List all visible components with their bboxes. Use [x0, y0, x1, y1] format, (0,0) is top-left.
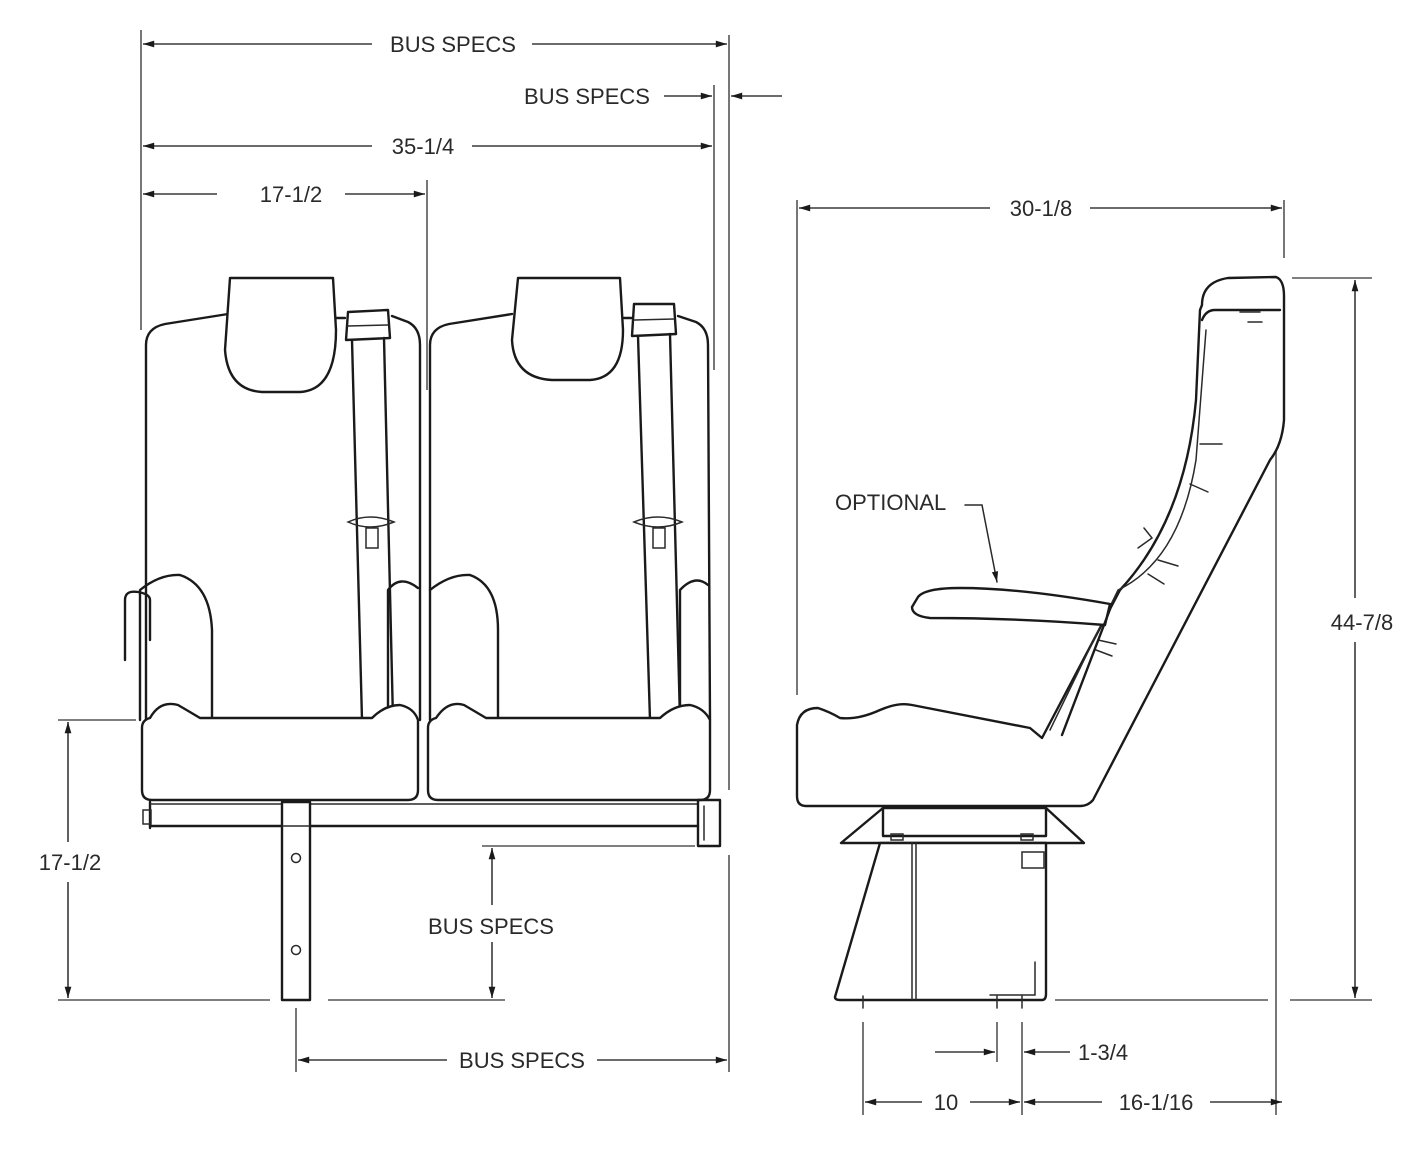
leg-bolt-hole: [290, 852, 302, 864]
dim-label-wall-gap: BUS SPECS: [524, 84, 650, 109]
dim-label-single-seat-width: 17-1/2: [260, 182, 322, 207]
front-view: BUS SPECS BUS SPECS 35-1/4 17-1/2: [39, 30, 782, 1073]
dim-label-leg-to-wall: BUS SPECS: [459, 1048, 585, 1073]
seat-leg: [280, 800, 312, 1002]
dim-label-base-to-back: 16-1/16: [1119, 1090, 1194, 1115]
dim-rail-height: BUS SPECS: [428, 845, 695, 998]
side-seat-body: [795, 275, 1286, 808]
dim-leg-to-wall: BUS SPECS: [295, 855, 730, 1073]
dim-overall-height: 44-7/8: [1331, 280, 1393, 998]
dim-label-base-offset: 1-3/4: [1078, 1040, 1128, 1065]
callout-optional: OPTIONAL: [835, 490, 999, 583]
left-seatbelt: [344, 308, 396, 722]
left-seat-cushion: [140, 702, 420, 802]
dim-base-offset: 1-3/4: [935, 1022, 1128, 1115]
dim-wall-gap: BUS SPECS: [524, 84, 782, 109]
side-pedestal: [833, 806, 1086, 1009]
dim-label-overall-depth: 30-1/8: [1010, 196, 1072, 221]
side-view: 30-1/8 44-7/8: [795, 196, 1393, 1115]
dim-label-rail-height: BUS SPECS: [428, 914, 554, 939]
dim-label-overall-width: BUS SPECS: [390, 32, 516, 57]
dim-label-overall-height: 44-7/8: [1331, 610, 1393, 635]
right-buckle: [652, 527, 666, 549]
dim-base-to-back: 16-1/16: [1023, 1090, 1283, 1115]
left-buckle: [365, 527, 379, 549]
dim-seat-pair-width: 35-1/4: [143, 134, 712, 159]
right-seat-cushion: [426, 702, 712, 802]
callout-optional-label: OPTIONAL: [835, 490, 946, 515]
left-headrest: [223, 276, 338, 394]
wall-bracket: [696, 798, 722, 848]
dim-label-front-to-base: 10: [934, 1090, 958, 1115]
dim-overall-depth: 30-1/8: [799, 196, 1283, 221]
dim-single-seat-width: 17-1/2: [143, 182, 425, 207]
right-headrest: [510, 276, 625, 382]
leg-bolt-hole: [290, 944, 302, 956]
right-seatbelt: [630, 302, 684, 722]
right-seat: [426, 276, 712, 802]
dim-label-seat-height: 17-1/2: [39, 850, 101, 875]
dim-overall-width: BUS SPECS: [143, 32, 727, 57]
optional-armrest: [910, 586, 1114, 737]
pedestal-bolt: [1021, 851, 1045, 869]
left-seat: [123, 276, 422, 802]
dim-seat-height: 17-1/2: [39, 719, 505, 1001]
dim-front-to-base: 10: [862, 1022, 1020, 1115]
dim-label-seat-pair-width: 35-1/4: [392, 134, 454, 159]
seat-frame: [142, 798, 722, 1002]
